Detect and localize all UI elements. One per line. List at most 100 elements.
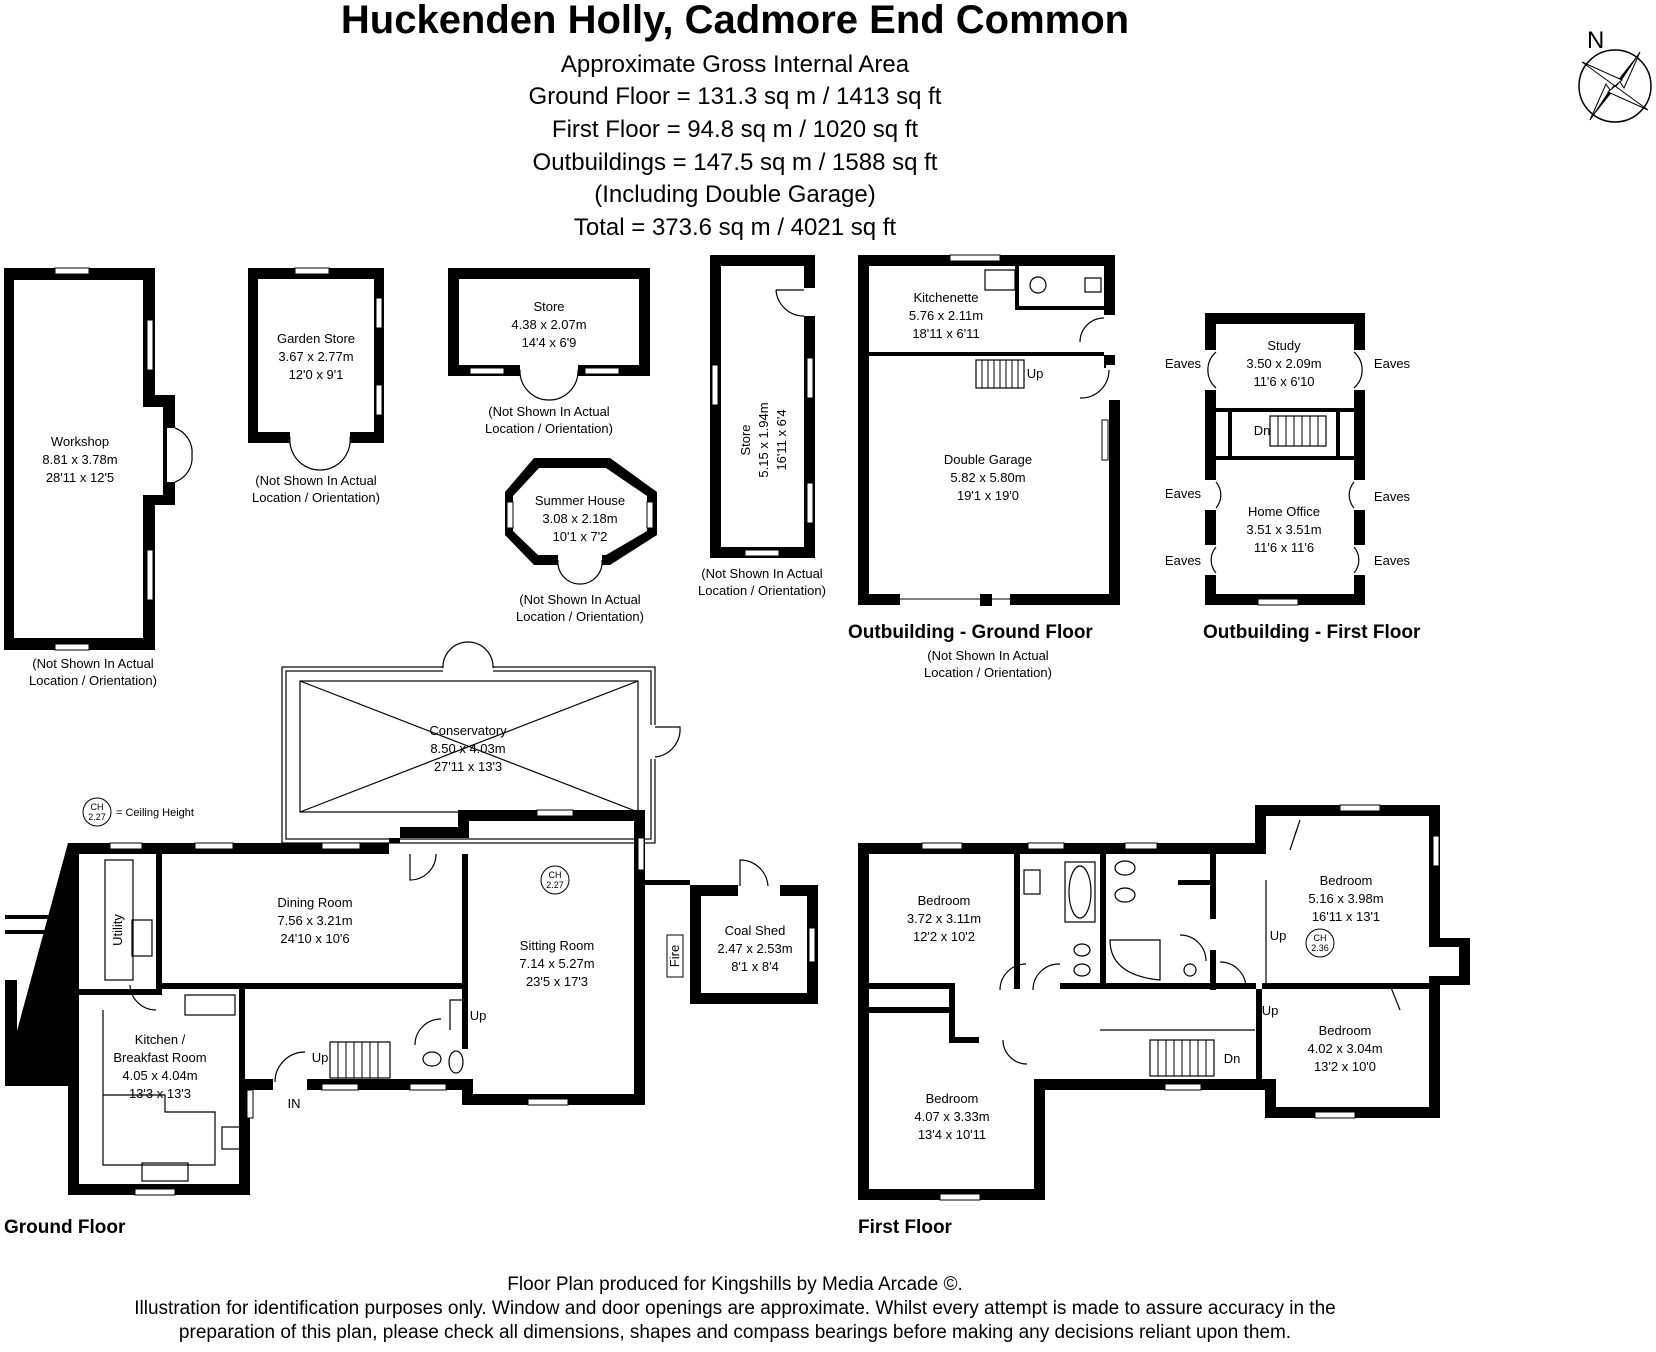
footer-credit: Floor Plan produced for Kingshills by Me…	[507, 1274, 962, 1295]
compass-rose-icon: N	[1578, 27, 1652, 123]
coal-shed-imperial: 8'1 x 8'4	[731, 959, 779, 974]
store-b-imperial: 16'11 x 6'4	[774, 409, 789, 470]
bedroom-2-metric: 5.16 x 3.98m	[1308, 891, 1383, 906]
kitchenette-imperial: 18'11 x 6'11	[912, 326, 979, 341]
bedroom-3-metric: 4.02 x 3.04m	[1307, 1041, 1382, 1056]
footer-disclaimer-2: preparation of this plan, please check a…	[179, 1322, 1291, 1343]
bedroom-3-name: Bedroom	[1319, 1023, 1372, 1038]
summer-house-outline	[505, 458, 657, 585]
summer-house-note-1: (Not Shown In Actual	[519, 592, 641, 607]
area-outbuildings: Outbuildings = 147.5 sq m / 1588 sq ft	[533, 149, 938, 176]
kitchen-imperial: 13'3 x 13'3	[129, 1086, 191, 1101]
home-office-name: Home Office	[1248, 504, 1320, 519]
store-b-metric: 5.15 x 1.94m	[756, 402, 771, 477]
sitting-room-name: Sitting Room	[520, 938, 594, 953]
bedroom-2-ch-badge: CH	[1314, 933, 1327, 943]
ground-floor-label: Ground Floor	[4, 1217, 126, 1238]
outbuilding-note-2: Location / Orientation)	[924, 665, 1052, 680]
double-garage-metric: 5.82 x 5.80m	[950, 470, 1025, 485]
study-imperial: 11'6 x 6'10	[1253, 374, 1314, 389]
store-a-imperial: 14'4 x 6'9	[522, 335, 577, 350]
workshop-outline	[4, 267, 193, 651]
garden-store-note-1: (Not Shown In Actual	[255, 473, 377, 488]
footer-disclaimer-1: Illustration for identification purposes…	[134, 1298, 1335, 1319]
bedroom-3-imperial: 13'2 x 10'0	[1314, 1059, 1376, 1074]
entrance-label: IN	[288, 1096, 301, 1111]
legend-ch-badge: CH	[91, 802, 104, 812]
compass-north-label: N	[1587, 27, 1604, 54]
store-a-note-1: (Not Shown In Actual	[488, 404, 610, 419]
workshop-note-2: Location / Orientation)	[29, 673, 157, 688]
legend-ch-value: 2.27	[88, 812, 106, 822]
ground-stair-up-2: Up	[470, 1008, 487, 1023]
summer-house-imperial: 10'1 x 7'2	[553, 529, 608, 544]
bedroom-4-metric: 4.07 x 3.33m	[914, 1109, 989, 1124]
bedroom-1-name: Bedroom	[918, 893, 971, 908]
first-stair-up: Up	[1270, 928, 1287, 943]
store-a-note-2: Location / Orientation)	[485, 421, 613, 436]
outbuilding-note-1: (Not Shown In Actual	[927, 648, 1049, 663]
first-floor-outline	[858, 804, 1470, 1201]
home-office-metric: 3.51 x 3.51m	[1246, 522, 1321, 537]
dining-room-name: Dining Room	[277, 895, 352, 910]
boiler-label: B	[37, 1065, 43, 1075]
outbuilding-first-outline	[1203, 313, 1367, 606]
store-b-outline	[710, 255, 816, 558]
garden-store-name: Garden Store	[277, 331, 355, 346]
garden-store-imperial: 12'0 x 9'1	[289, 367, 344, 382]
outbuilding-stair-dn: Dn	[1254, 423, 1271, 438]
study-metric: 3.50 x 2.09m	[1246, 356, 1321, 371]
workshop-note-1: (Not Shown In Actual	[32, 656, 154, 671]
ground-floor-outline	[5, 641, 818, 1196]
conservatory-imperial: 27'11 x 13'3	[434, 759, 502, 774]
garden-store-outline	[248, 267, 384, 471]
ceiling-height-legend: CH 2.27 = Ceiling Height	[82, 797, 194, 827]
eaves-label-1: Eaves	[1165, 356, 1202, 371]
conservatory-metric: 8.50 x 4.03m	[430, 741, 505, 756]
outbuilding-first-label: Outbuilding - First Floor	[1203, 622, 1421, 643]
double-garage-name: Double Garage	[944, 452, 1032, 467]
garage-stair-up: Up	[1027, 366, 1044, 381]
fireplace-label: Fire	[667, 945, 682, 967]
store-b-note-2: Location / Orientation)	[698, 583, 826, 598]
area-first-floor: First Floor = 94.8 sq m / 1020 sq ft	[552, 116, 918, 143]
double-garage-imperial: 19'1 x 19'0	[957, 488, 1019, 503]
first-stair-up-2: Up	[1262, 1003, 1279, 1018]
sitting-room-ch-value: 2.27	[546, 880, 564, 890]
dining-room-metric: 7.56 x 3.21m	[277, 913, 352, 928]
ground-stair-up: Up	[312, 1050, 329, 1065]
plan-title: Huckenden Holly, Cadmore End Common	[341, 0, 1129, 42]
bedroom-2-imperial: 16'11 x 13'1	[1312, 909, 1380, 924]
garden-store-metric: 3.67 x 2.77m	[278, 349, 353, 364]
kitchen-name-2: Breakfast Room	[113, 1050, 206, 1065]
area-heading: Approximate Gross Internal Area	[561, 51, 910, 78]
sitting-room-metric: 7.14 x 5.27m	[519, 956, 594, 971]
workshop-name: Workshop	[51, 434, 109, 449]
area-ground-floor: Ground Floor = 131.3 sq m / 1413 sq ft	[529, 83, 942, 110]
store-a-name: Store	[533, 299, 564, 314]
outbuilding-ground-label: Outbuilding - Ground Floor	[848, 622, 1093, 643]
first-stair-dn: Dn	[1224, 1051, 1241, 1066]
area-total: Total = 373.6 sq m / 4021 sq ft	[574, 214, 897, 241]
kitchen-metric: 4.05 x 4.04m	[122, 1068, 197, 1083]
store-a-outline	[448, 268, 650, 401]
bedroom-4-name: Bedroom	[926, 1091, 979, 1106]
sitting-room-imperial: 23'5 x 17'3	[526, 974, 588, 989]
bedroom-2-name: Bedroom	[1320, 873, 1373, 888]
eaves-label-2: Eaves	[1374, 356, 1411, 371]
coal-shed-metric: 2.47 x 2.53m	[717, 941, 792, 956]
store-b-name: Store	[738, 424, 753, 455]
home-office-imperial: 11'6 x 11'6	[1254, 540, 1314, 555]
summer-house-name: Summer House	[535, 493, 625, 508]
garden-store-note-2: Location / Orientation)	[252, 490, 380, 505]
kitchenette-metric: 5.76 x 2.11m	[909, 308, 983, 323]
eaves-label-6: Eaves	[1374, 553, 1411, 568]
store-b-note-1: (Not Shown In Actual	[701, 566, 823, 581]
workshop-imperial: 28'11 x 12'5	[46, 470, 114, 485]
outbuilding-ground-outline	[858, 254, 1121, 606]
coal-shed-name: Coal Shed	[725, 923, 786, 938]
kitchen-name-1: Kitchen /	[135, 1032, 186, 1047]
eaves-label-5: Eaves	[1165, 553, 1202, 568]
conservatory-name: Conservatory	[429, 723, 507, 738]
